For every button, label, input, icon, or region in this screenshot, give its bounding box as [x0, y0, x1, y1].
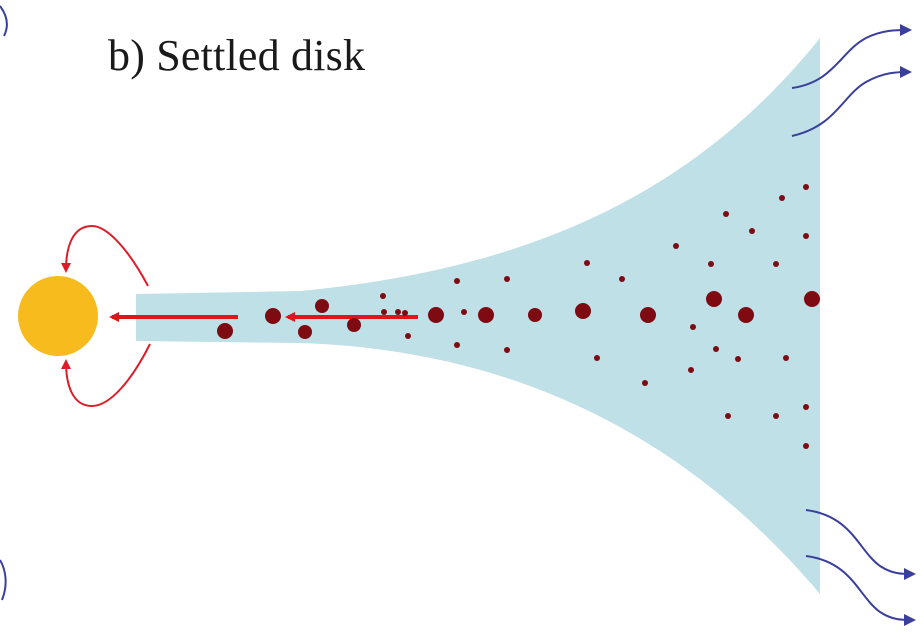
dust-grain-icon: [803, 443, 809, 449]
dust-grain-icon: [706, 291, 722, 307]
dust-grain-icon: [528, 308, 542, 322]
wind-arrow-bottom-2: [805, 555, 916, 626]
dust-grain-icon: [640, 307, 656, 323]
dust-grain-icon: [725, 413, 731, 419]
dust-grain-icon: [478, 307, 494, 323]
dust-grain-icon: [723, 211, 729, 217]
dust-grain-icon: [594, 355, 600, 361]
dust-grain-icon: [454, 342, 460, 348]
dust-grain-icon: [298, 325, 312, 339]
dust-grain-icon: [708, 261, 714, 267]
dust-grain-icon: [804, 291, 820, 307]
partial-wind-arrow-left-bottom: [0, 559, 7, 601]
dust-grain-icon: [773, 413, 779, 419]
diagram-title: b) Settled disk: [108, 31, 366, 80]
dust-grain-icon: [395, 309, 401, 315]
dust-grain-icon: [673, 243, 679, 249]
wind-arrow-top-1: [791, 24, 912, 89]
dust-grain-icon: [803, 184, 809, 190]
magnetic-loop-top: [61, 224, 149, 287]
dust-grains: [217, 184, 820, 449]
dust-grain-icon: [584, 260, 590, 266]
dust-grain-icon: [803, 404, 809, 410]
dust-grain-icon: [402, 310, 408, 316]
dust-grain-icon: [380, 293, 386, 299]
dust-grain-icon: [783, 355, 789, 361]
magnetic-loop-bottom: [61, 343, 151, 408]
dust-grain-icon: [735, 356, 741, 362]
dust-grain-icon: [504, 347, 510, 353]
dust-grain-icon: [217, 323, 233, 339]
wind-arrow-bottom-1: [805, 509, 916, 580]
dust-grain-icon: [347, 318, 361, 332]
dust-grain-icon: [454, 278, 460, 284]
dust-grain-icon: [315, 299, 329, 313]
dust-grain-icon: [749, 228, 755, 234]
dust-grain-icon: [773, 261, 779, 267]
dust-grain-icon: [713, 346, 719, 352]
dust-grain-icon: [803, 233, 809, 239]
protoplanetary-disk: [136, 38, 820, 594]
partial-wind-arrow-left-top: [0, 5, 8, 37]
dust-grain-icon: [265, 308, 281, 324]
dust-grain-icon: [428, 307, 444, 323]
dust-grain-icon: [779, 195, 785, 201]
dust-grain-icon: [690, 324, 696, 330]
dust-grain-icon: [738, 307, 754, 323]
dust-grain-icon: [405, 333, 411, 339]
dust-grain-icon: [619, 276, 625, 282]
star-icon: [18, 276, 98, 356]
dust-grain-icon: [381, 309, 387, 315]
dust-grain-icon: [575, 303, 591, 319]
wind-arrow-top-2: [791, 66, 912, 137]
dust-grain-icon: [688, 367, 694, 373]
dust-grain-icon: [504, 276, 510, 282]
dust-grain-icon: [642, 380, 648, 386]
dust-grain-icon: [461, 309, 467, 315]
